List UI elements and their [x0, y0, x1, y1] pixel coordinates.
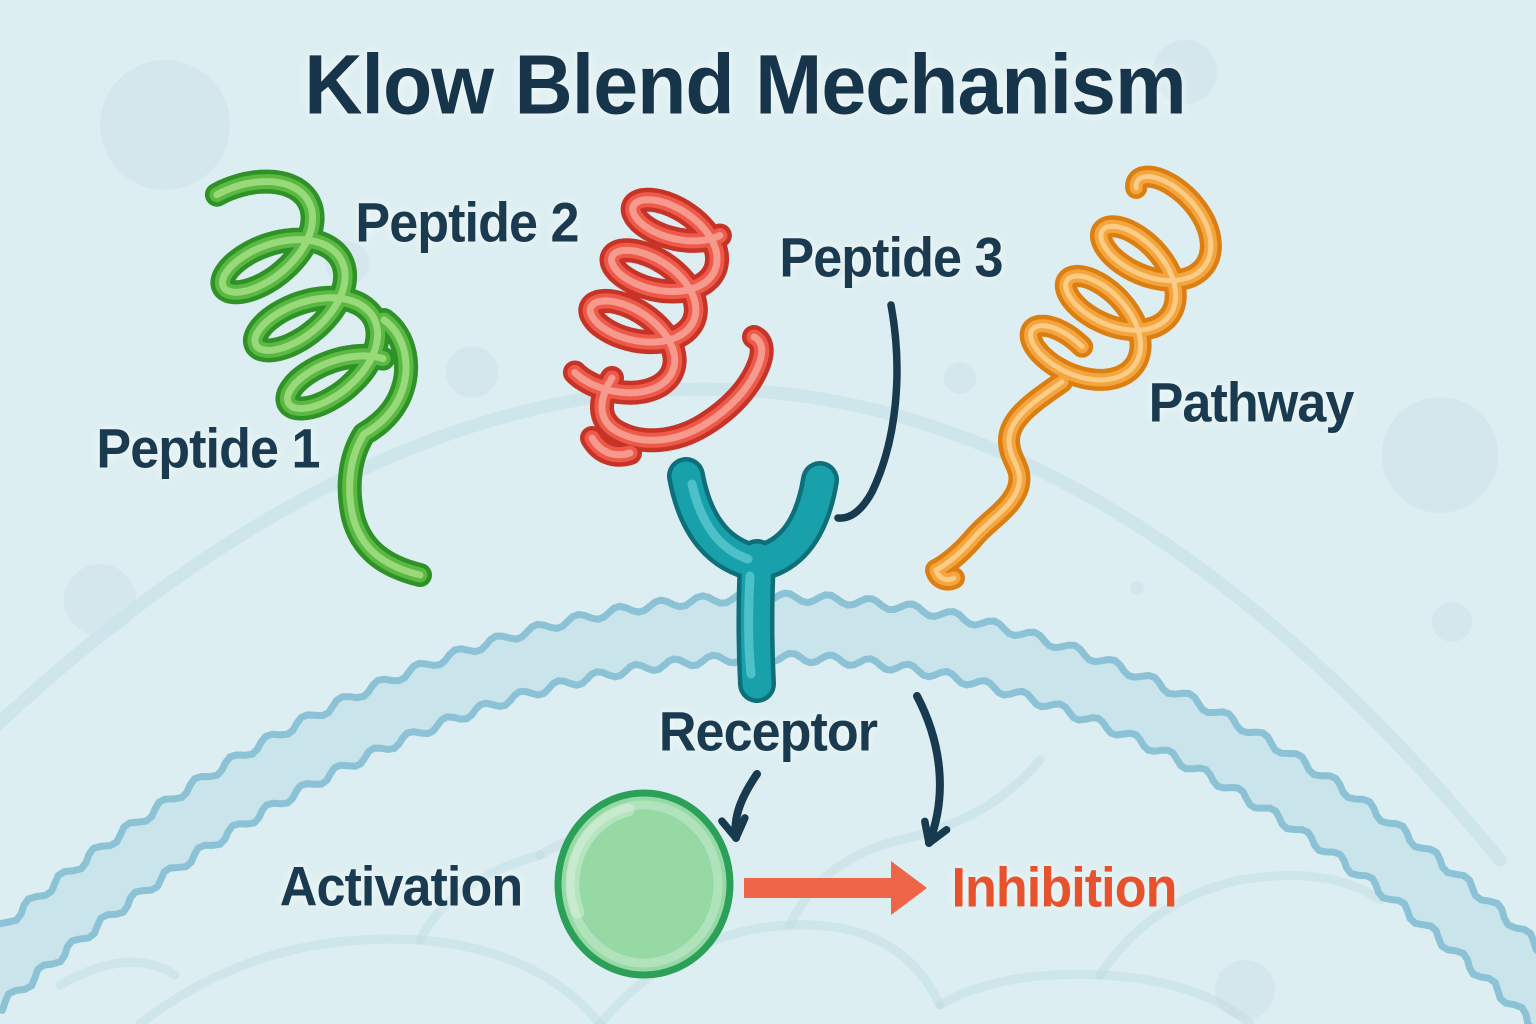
- green-peptide-helix: [204, 169, 432, 587]
- label-peptide-1: Peptide 1: [96, 416, 320, 480]
- label-receptor: Receptor: [658, 699, 878, 763]
- label-pathway: Pathway: [1148, 370, 1355, 434]
- label-inhibition: Inhibition: [951, 855, 1178, 919]
- receptor-y-shape: [667, 457, 839, 703]
- diagram-title: Klow Blend Mechanism: [304, 37, 1186, 132]
- background-blobs: [64, 40, 1498, 1020]
- activation-to-inhibition-arrow: [744, 861, 927, 915]
- label-activation: Activation: [279, 854, 523, 918]
- activation-circle: [554, 789, 734, 979]
- label-peptide-2: Peptide 2: [355, 190, 579, 254]
- orange-pathway-helix: [925, 165, 1222, 591]
- label-peptide-3: Peptide 3: [779, 225, 1003, 289]
- peptide3-pointer-line: [834, 301, 901, 522]
- receptor-to-activation-arrow: [718, 770, 761, 842]
- membrane-band: [0, 589, 1536, 1024]
- red-peptide-helix: [562, 187, 774, 467]
- receptor-to-inhibition-arrow: [913, 692, 951, 847]
